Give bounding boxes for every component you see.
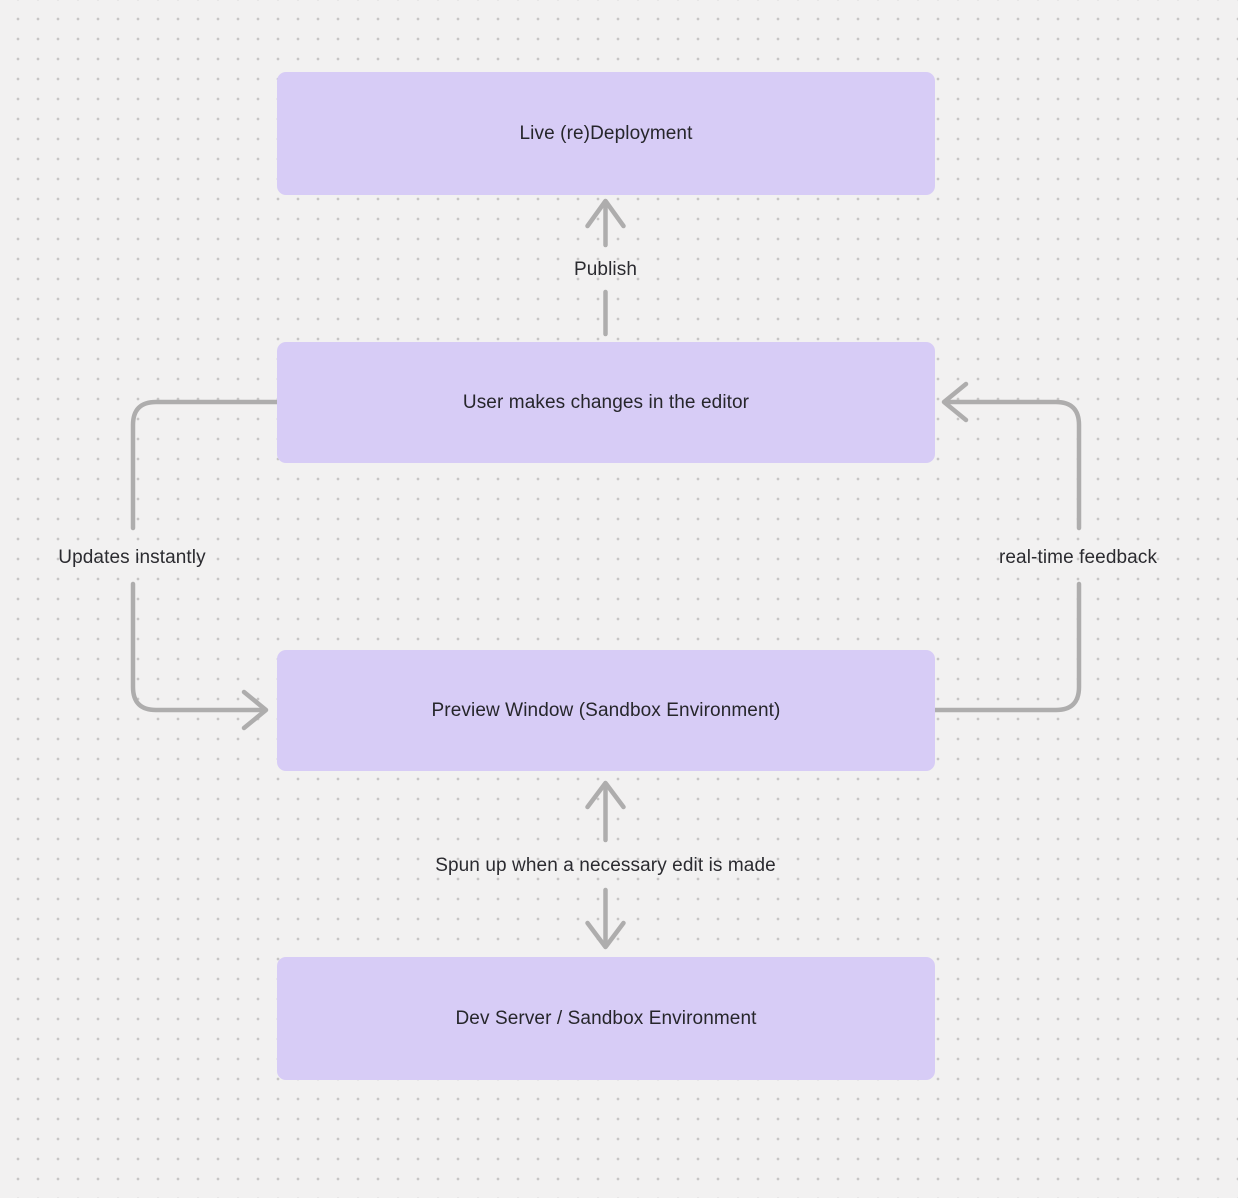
edge-updates-instantly-label: Updates instantly	[58, 547, 206, 568]
node-user-changes-label: User makes changes in the editor	[462, 391, 750, 413]
edge-publish-label: Publish	[573, 259, 638, 280]
node-live-deployment-label: Live (re)Deployment	[519, 122, 693, 144]
node-dev-server[interactable]: Dev Server / Sandbox Environment	[277, 957, 935, 1080]
edge-spun-up-label: Spun up when a necessary edit is made	[435, 855, 776, 876]
node-live-deployment[interactable]: Live (re)Deployment	[277, 72, 935, 195]
node-preview-window-label: Preview Window (Sandbox Environment)	[431, 699, 781, 721]
node-user-changes[interactable]: User makes changes in the editor	[277, 342, 935, 463]
node-preview-window[interactable]: Preview Window (Sandbox Environment)	[277, 650, 935, 771]
edge-real-time-feedback-label: real-time feedback	[998, 547, 1158, 568]
node-dev-server-label: Dev Server / Sandbox Environment	[455, 1007, 757, 1029]
